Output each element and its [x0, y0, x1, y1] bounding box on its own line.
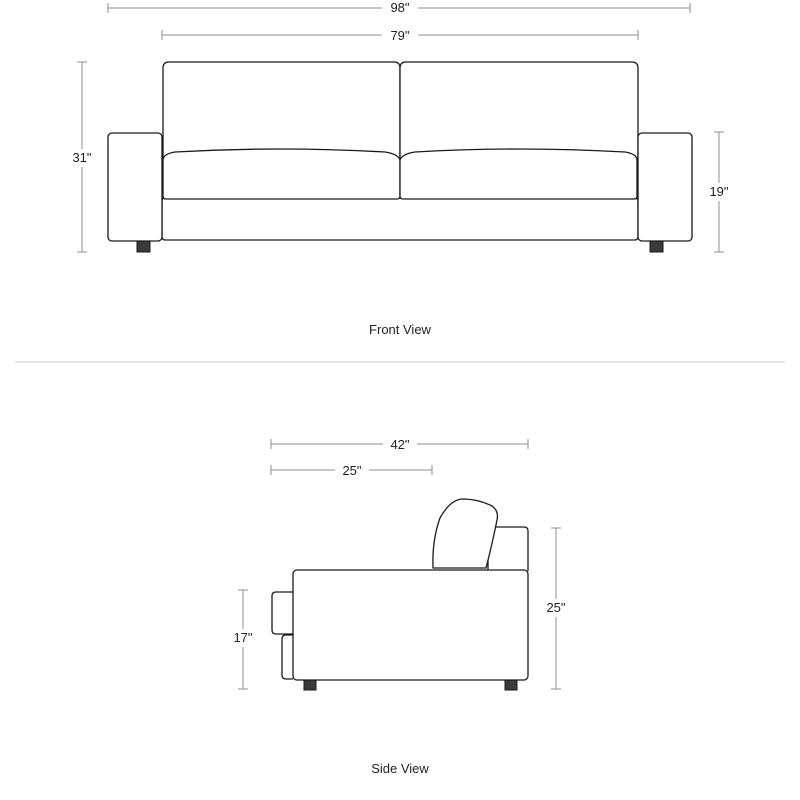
front-leg-right — [649, 239, 664, 253]
front-leg-left — [136, 239, 151, 253]
side-arm-body — [292, 569, 529, 681]
sofa-base — [161, 197, 639, 241]
seat-cushion-left — [162, 148, 401, 200]
overall-width-label: 98" — [390, 0, 409, 15]
overall-height-label: 31" — [72, 150, 91, 165]
side-arm-height-label: 25" — [546, 600, 565, 615]
dim-overall-width: 98" — [107, 0, 691, 16]
sofa-side-drawing — [271, 498, 529, 691]
dim-arm-height: 19" — [703, 131, 735, 253]
seat-cushion-right — [399, 148, 638, 200]
back-cushion-right — [399, 61, 639, 160]
dim-overall-height: 31" — [66, 61, 98, 253]
side-leg-front — [303, 678, 317, 691]
dim-side-arm-height: 25" — [540, 527, 574, 690]
side-seat-cushion-front — [271, 591, 293, 635]
front-view: 98" 79" 31" 19" — [66, 0, 735, 337]
dim-seat-width: 79" — [161, 27, 639, 43]
arm-right — [637, 132, 693, 242]
arm-height-label: 19" — [709, 184, 728, 199]
side-back-cushion — [432, 498, 499, 569]
side-view-label: Side View — [371, 761, 429, 776]
side-view: 42" 25" 17" 25" — [227, 436, 574, 776]
back-cushion-left — [162, 61, 401, 160]
dim-seat-height: 17" — [227, 589, 259, 690]
sofa-front-drawing — [107, 61, 693, 253]
side-base-front — [281, 634, 293, 680]
seat-height-label: 17" — [233, 630, 252, 645]
arm-left — [107, 132, 163, 242]
seat-width-label: 79" — [390, 28, 409, 43]
side-leg-back — [504, 678, 518, 691]
front-view-label: Front View — [369, 322, 432, 337]
overall-depth-label: 42" — [390, 437, 409, 452]
seat-depth-label: 25" — [342, 463, 361, 478]
dim-seat-depth: 25" — [270, 462, 433, 478]
dim-overall-depth: 42" — [270, 436, 529, 452]
